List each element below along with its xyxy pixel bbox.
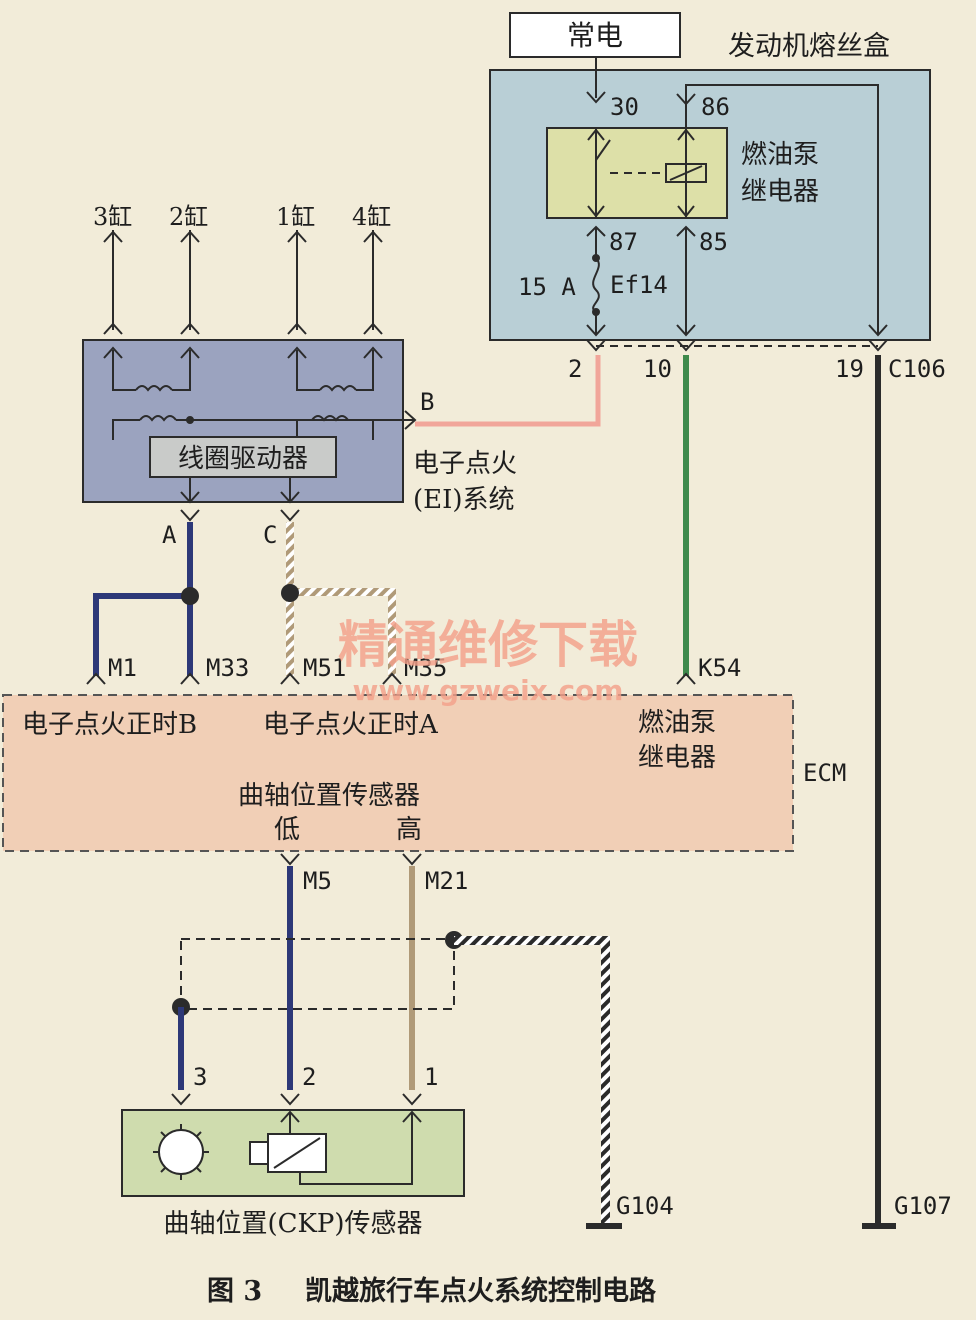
label-fuse-box: 发动机熔丝盒 xyxy=(728,31,890,62)
label-pin-30: 30 xyxy=(610,93,639,121)
label-cyl-4: 4缸 xyxy=(352,203,391,231)
label-m35: M35 xyxy=(404,654,447,682)
label-ei-line1: 电子点火 xyxy=(413,449,517,479)
label-ei-line2: (EI)系统 xyxy=(413,485,515,515)
label-m33: M33 xyxy=(206,654,249,682)
fuse-box xyxy=(489,69,931,341)
ckp-pins xyxy=(171,1093,422,1106)
label-ecm-low: 低 xyxy=(274,815,300,845)
label-ecm-timing-a: 电子点火正时A xyxy=(263,710,439,740)
connector-c106-pins xyxy=(586,339,888,352)
label-ecm: ECM xyxy=(803,759,846,787)
shield-dashed-box xyxy=(180,938,455,1010)
label-ei-b: B xyxy=(420,388,434,416)
label-ecm-high: 高 xyxy=(396,815,422,845)
label-conn-2: 2 xyxy=(568,355,582,383)
ecm-box xyxy=(2,694,794,852)
splice-a xyxy=(181,587,199,605)
label-relay-line1: 燃油泵 xyxy=(741,140,819,170)
watermark-url: www.gzweix.com xyxy=(353,674,624,707)
label-coil-driver: 线圈驱动器 xyxy=(178,444,308,474)
ecm-top-pins xyxy=(86,672,696,685)
label-ecm-ckp: 曲轴位置传感器 xyxy=(238,781,420,811)
figure-caption: 凯越旅行车点火系统控制电路 xyxy=(305,1275,657,1307)
label-m5: M5 xyxy=(303,867,332,895)
label-cyl-2: 2缸 xyxy=(169,203,208,231)
label-ei-c: C xyxy=(263,521,277,549)
ignition-coils xyxy=(103,346,417,504)
label-relay-line2: 继电器 xyxy=(741,177,819,207)
reluctor-wheel-icon xyxy=(153,1124,209,1180)
label-cyl-3: 3缸 xyxy=(93,203,132,231)
label-ckp-sensor: 曲轴位置(CKP)传感器 xyxy=(163,1209,422,1239)
wire-pink-b xyxy=(415,355,601,427)
label-ecm-relay-line1: 燃油泵 xyxy=(638,708,716,738)
label-ecm-relay-line2: 继电器 xyxy=(638,743,716,773)
label-conn-10: 10 xyxy=(643,355,672,383)
wire-hatched-shield-h xyxy=(454,936,610,945)
ei-connector-pins xyxy=(180,509,300,522)
coil-driver-box xyxy=(149,436,337,478)
label-pin-87: 87 xyxy=(609,228,638,256)
label-pin-3: 3 xyxy=(193,1063,207,1091)
label-k54: K54 xyxy=(698,654,741,682)
label-conn-c106: C106 xyxy=(888,355,946,383)
ecm-bottom-pins xyxy=(280,853,422,866)
label-m21: M21 xyxy=(425,867,468,895)
splice-c xyxy=(281,584,299,602)
label-pin-85: 85 xyxy=(699,228,728,256)
label-cyl-1: 1缸 xyxy=(276,203,315,231)
label-ecm-timing-b: 电子点火正时B xyxy=(22,710,197,740)
label-m51: M51 xyxy=(303,654,346,682)
label-fuse-id: Ef14 xyxy=(610,271,668,299)
label-pin-2: 2 xyxy=(302,1063,316,1091)
label-ei-a: A xyxy=(162,521,177,549)
label-constant-power: 常电 xyxy=(567,19,623,52)
pickup-coil-icon xyxy=(249,1110,422,1185)
fuse-box-wiring xyxy=(586,57,888,337)
label-m1: M1 xyxy=(108,654,137,682)
label-fuse: 15 A xyxy=(518,273,576,301)
wire-navy-m1 xyxy=(93,593,190,676)
wire-hatched-shield-v xyxy=(601,936,610,1226)
label-g104: G104 xyxy=(616,1192,674,1220)
label-pin-86: 86 xyxy=(701,93,730,121)
watermark-title: 精通维修下载 xyxy=(338,616,638,674)
wire-hatched-m35-v xyxy=(388,588,396,676)
label-g107: G107 xyxy=(894,1192,952,1220)
label-conn-19: 19 xyxy=(835,355,864,383)
label-pin-1: 1 xyxy=(424,1063,438,1091)
cylinder-leads xyxy=(103,230,383,335)
figure-number: 图 3 xyxy=(207,1276,262,1307)
wire-hatched-m35-h xyxy=(290,588,396,596)
